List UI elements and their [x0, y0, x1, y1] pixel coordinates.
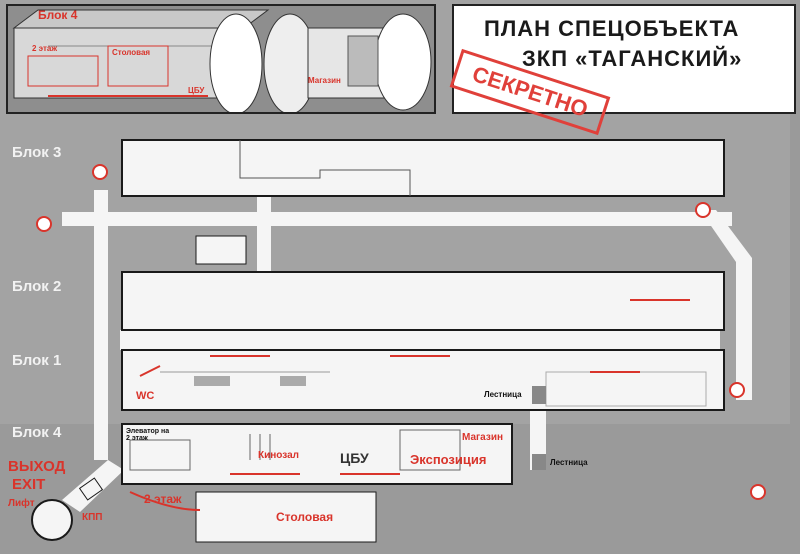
tunnel-ceiling: [12, 9, 270, 29]
corridor-vertical-middle: [257, 196, 271, 276]
title-line-2: ЗКП «ТАГАНСКИЙ»: [522, 46, 743, 71]
stairs-1-label: Лестница: [484, 390, 522, 399]
corridor-horizontal-top: [62, 212, 732, 226]
elevator-room: [129, 439, 191, 471]
block-3-label: Блок 3: [12, 144, 62, 161]
block-1-label: Блок 1: [12, 352, 62, 369]
route-wc: [139, 365, 161, 377]
wc-label: WC: [136, 390, 155, 402]
inset-room-floor2: [27, 55, 99, 87]
block-4-interior: [129, 429, 461, 471]
corridor-vertical-left: [94, 190, 108, 460]
kpp-booth: [78, 477, 104, 501]
block-1-furniture: [194, 376, 230, 386]
corridor-between-blocks: [120, 330, 720, 350]
no-entry-icon-3: [695, 202, 711, 218]
kpp-label: КПП: [82, 512, 103, 523]
stairs-2-label: Лестница: [550, 458, 588, 467]
exposition-room: [399, 429, 461, 471]
inset-shop-label: Магазин: [308, 76, 341, 85]
inset-room-canteen: [107, 45, 169, 87]
lift-label: Лифт: [8, 498, 35, 509]
canteen-label: Столовая: [276, 510, 334, 524]
block-3-internal-wall: [239, 140, 411, 196]
block-3-building: [121, 139, 725, 197]
no-entry-icon-1: [92, 164, 108, 180]
inset-floor-label: 2 этаж: [32, 44, 58, 53]
lift-shaft: [31, 499, 73, 541]
no-entry-signs: [36, 164, 766, 500]
shop-label: Магазин: [462, 432, 504, 443]
auxiliary-room: [195, 235, 247, 265]
no-entry-icon-5: [750, 484, 766, 500]
block-2-label: Блок 2: [12, 278, 62, 295]
corridor-diagonal-right: [700, 210, 752, 400]
route-floor2: [129, 491, 201, 511]
stairs-1-icon: [532, 386, 546, 404]
inset-canteen-label: Столовая: [112, 48, 151, 57]
block-1-furniture-2: [280, 376, 306, 386]
title-line-1: ПЛАН СПЕЦОБЪЕКТА: [484, 16, 740, 41]
block-4-building: [121, 423, 513, 485]
inset-cbu-label: ЦБУ: [188, 86, 205, 95]
exposition-label: Экспозиция: [410, 452, 487, 467]
exit-en-label: EXIT: [12, 476, 46, 493]
tunnel-illustration: [12, 9, 432, 115]
tunnel-stairs: [347, 35, 379, 87]
exit-ru-label: ВЫХОД: [8, 458, 66, 475]
tunnel-inset: Блок 4 2 этаж Столовая ЦБУ Магазин: [6, 4, 436, 115]
cbu-label: ЦБУ: [340, 450, 369, 466]
canteen-building: [195, 491, 377, 543]
stairs-2-icon: [532, 454, 546, 470]
floor-2-label: 2 этаж: [144, 492, 182, 506]
evacuation-routes: [129, 299, 690, 511]
block-2-building: [121, 271, 725, 331]
title-panel: ПЛАН СПЕЦОБЪЕКТА ЗКП «ТАГАНСКИЙ»: [452, 4, 796, 114]
block-4-label: Блок 4: [12, 424, 62, 441]
no-entry-icon-4: [729, 382, 745, 398]
no-entry-icon-2: [36, 216, 52, 232]
cinema-label: Кинозал: [258, 450, 300, 461]
elevator-label: Элеватор на 2 этаж: [126, 428, 170, 442]
inset-block-label: Блок 4: [38, 8, 78, 22]
